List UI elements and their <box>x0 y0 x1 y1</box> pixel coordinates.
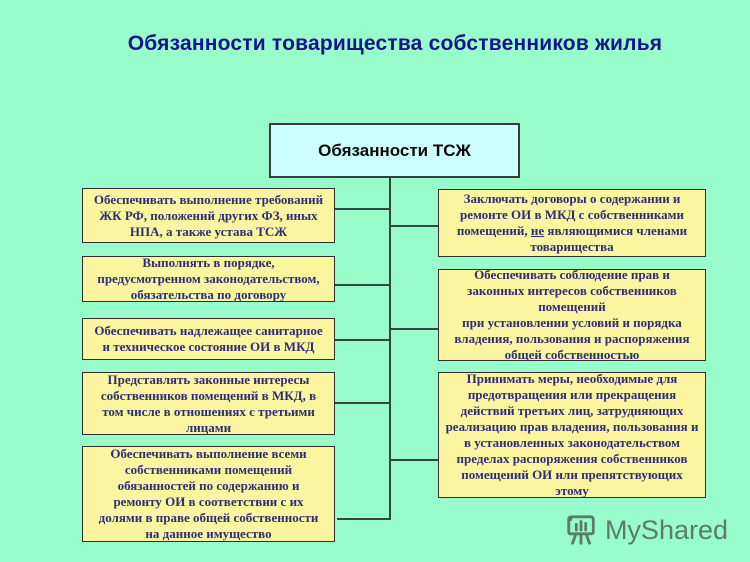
myshared-watermark: MyShared <box>564 512 728 548</box>
diagram-node-left-2: Выполнять в порядке, предусмотренном зак… <box>82 255 335 302</box>
presentation-board-icon <box>567 515 595 545</box>
node-text-underlined: не <box>530 223 545 238</box>
connector-trunk <box>389 178 391 520</box>
connector-left-4 <box>335 402 390 404</box>
connector-right-1 <box>390 225 438 227</box>
diagram-root-node: Обязанности ТСЖ <box>269 123 520 178</box>
page-title: Обязанности товарищества собственников ж… <box>127 32 663 55</box>
node-text-part: являющимися членами товарищества <box>530 223 688 254</box>
node-text: Обеспечивать соблюдение прав и законных … <box>454 267 690 362</box>
connector-right-3 <box>390 459 438 461</box>
diagram-node-left-4: Представлять законные интересы собственн… <box>82 372 335 435</box>
diagram-node-right-2: Обеспечивать соблюдение прав и законных … <box>438 267 706 362</box>
node-text: Выполнять в порядке, предусмотренном зак… <box>97 255 320 302</box>
node-text: Заключать договоры о содержании и ремонт… <box>442 191 702 255</box>
node-text: Обеспечивать выполнение требований ЖК РФ… <box>93 191 324 239</box>
node-text: Обеспечивать выполнение всеми собственни… <box>98 446 319 541</box>
node-text: Представлять законные интересы собственн… <box>100 371 317 435</box>
watermark-label: MyShared <box>604 514 728 545</box>
node-text: Обеспечивать надлежащее санитарное и тех… <box>94 323 323 354</box>
node-text: Принимать меры, необходимые для предотвр… <box>445 371 699 498</box>
diagram-node-left-3: Обеспечивать надлежащее санитарное и тех… <box>82 318 335 360</box>
diagram-node-left-1: Обеспечивать выполнение требований ЖК РФ… <box>82 188 335 243</box>
diagram-node-right-1: Заключать договоры о содержании и ремонт… <box>438 189 706 257</box>
connector-left-5 <box>337 518 390 520</box>
connector-left-1 <box>335 208 390 210</box>
connector-left-2 <box>335 284 390 286</box>
diagram-node-right-3: Принимать меры, необходимые для предотвр… <box>438 371 706 498</box>
root-node-label: Обязанности ТСЖ <box>318 140 471 160</box>
diagram-node-left-5: Обеспечивать выполнение всеми собственни… <box>82 446 335 542</box>
node-text-part: Заключать договоры о содержании и ремонт… <box>456 191 685 238</box>
connector-right-2 <box>390 328 438 330</box>
connector-left-3 <box>335 339 390 341</box>
